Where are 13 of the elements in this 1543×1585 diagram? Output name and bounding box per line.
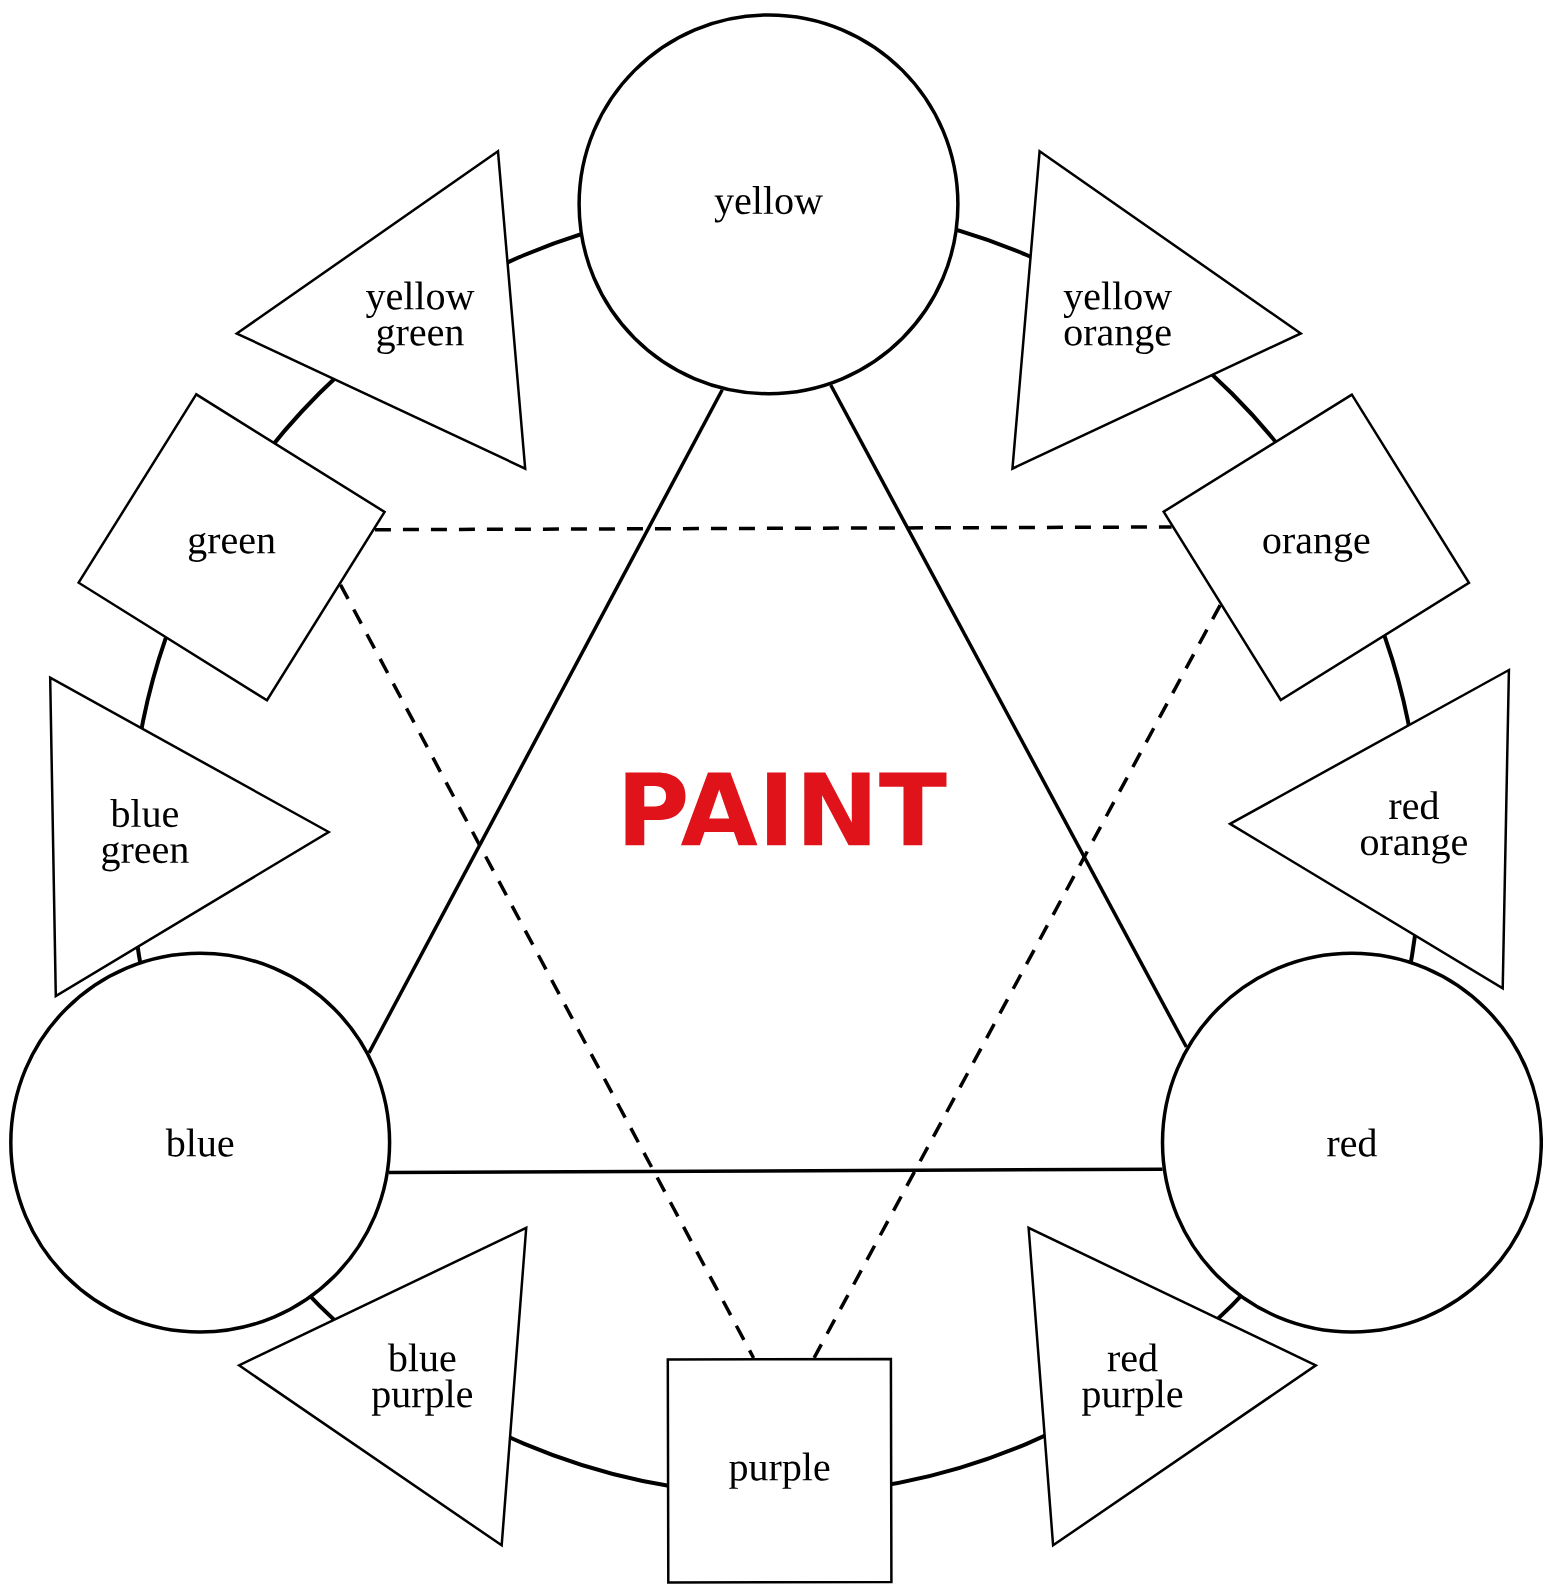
dashed-line (374, 525, 1172, 532)
dashed-line (812, 604, 1222, 1359)
dashed-line (339, 584, 756, 1359)
connector-line (367, 388, 724, 1054)
heading: PAINT (625, 772, 947, 846)
connector-line (389, 1167, 1163, 1175)
circle-node: red (1160, 951, 1543, 1334)
connector-line (829, 384, 1188, 1048)
circle-node: blue (9, 951, 392, 1334)
node-label: red (1327, 1128, 1377, 1157)
node-label: red orange (1361, 791, 1467, 864)
square-node: purple (666, 1357, 893, 1584)
circle-node: yellow (577, 13, 960, 396)
